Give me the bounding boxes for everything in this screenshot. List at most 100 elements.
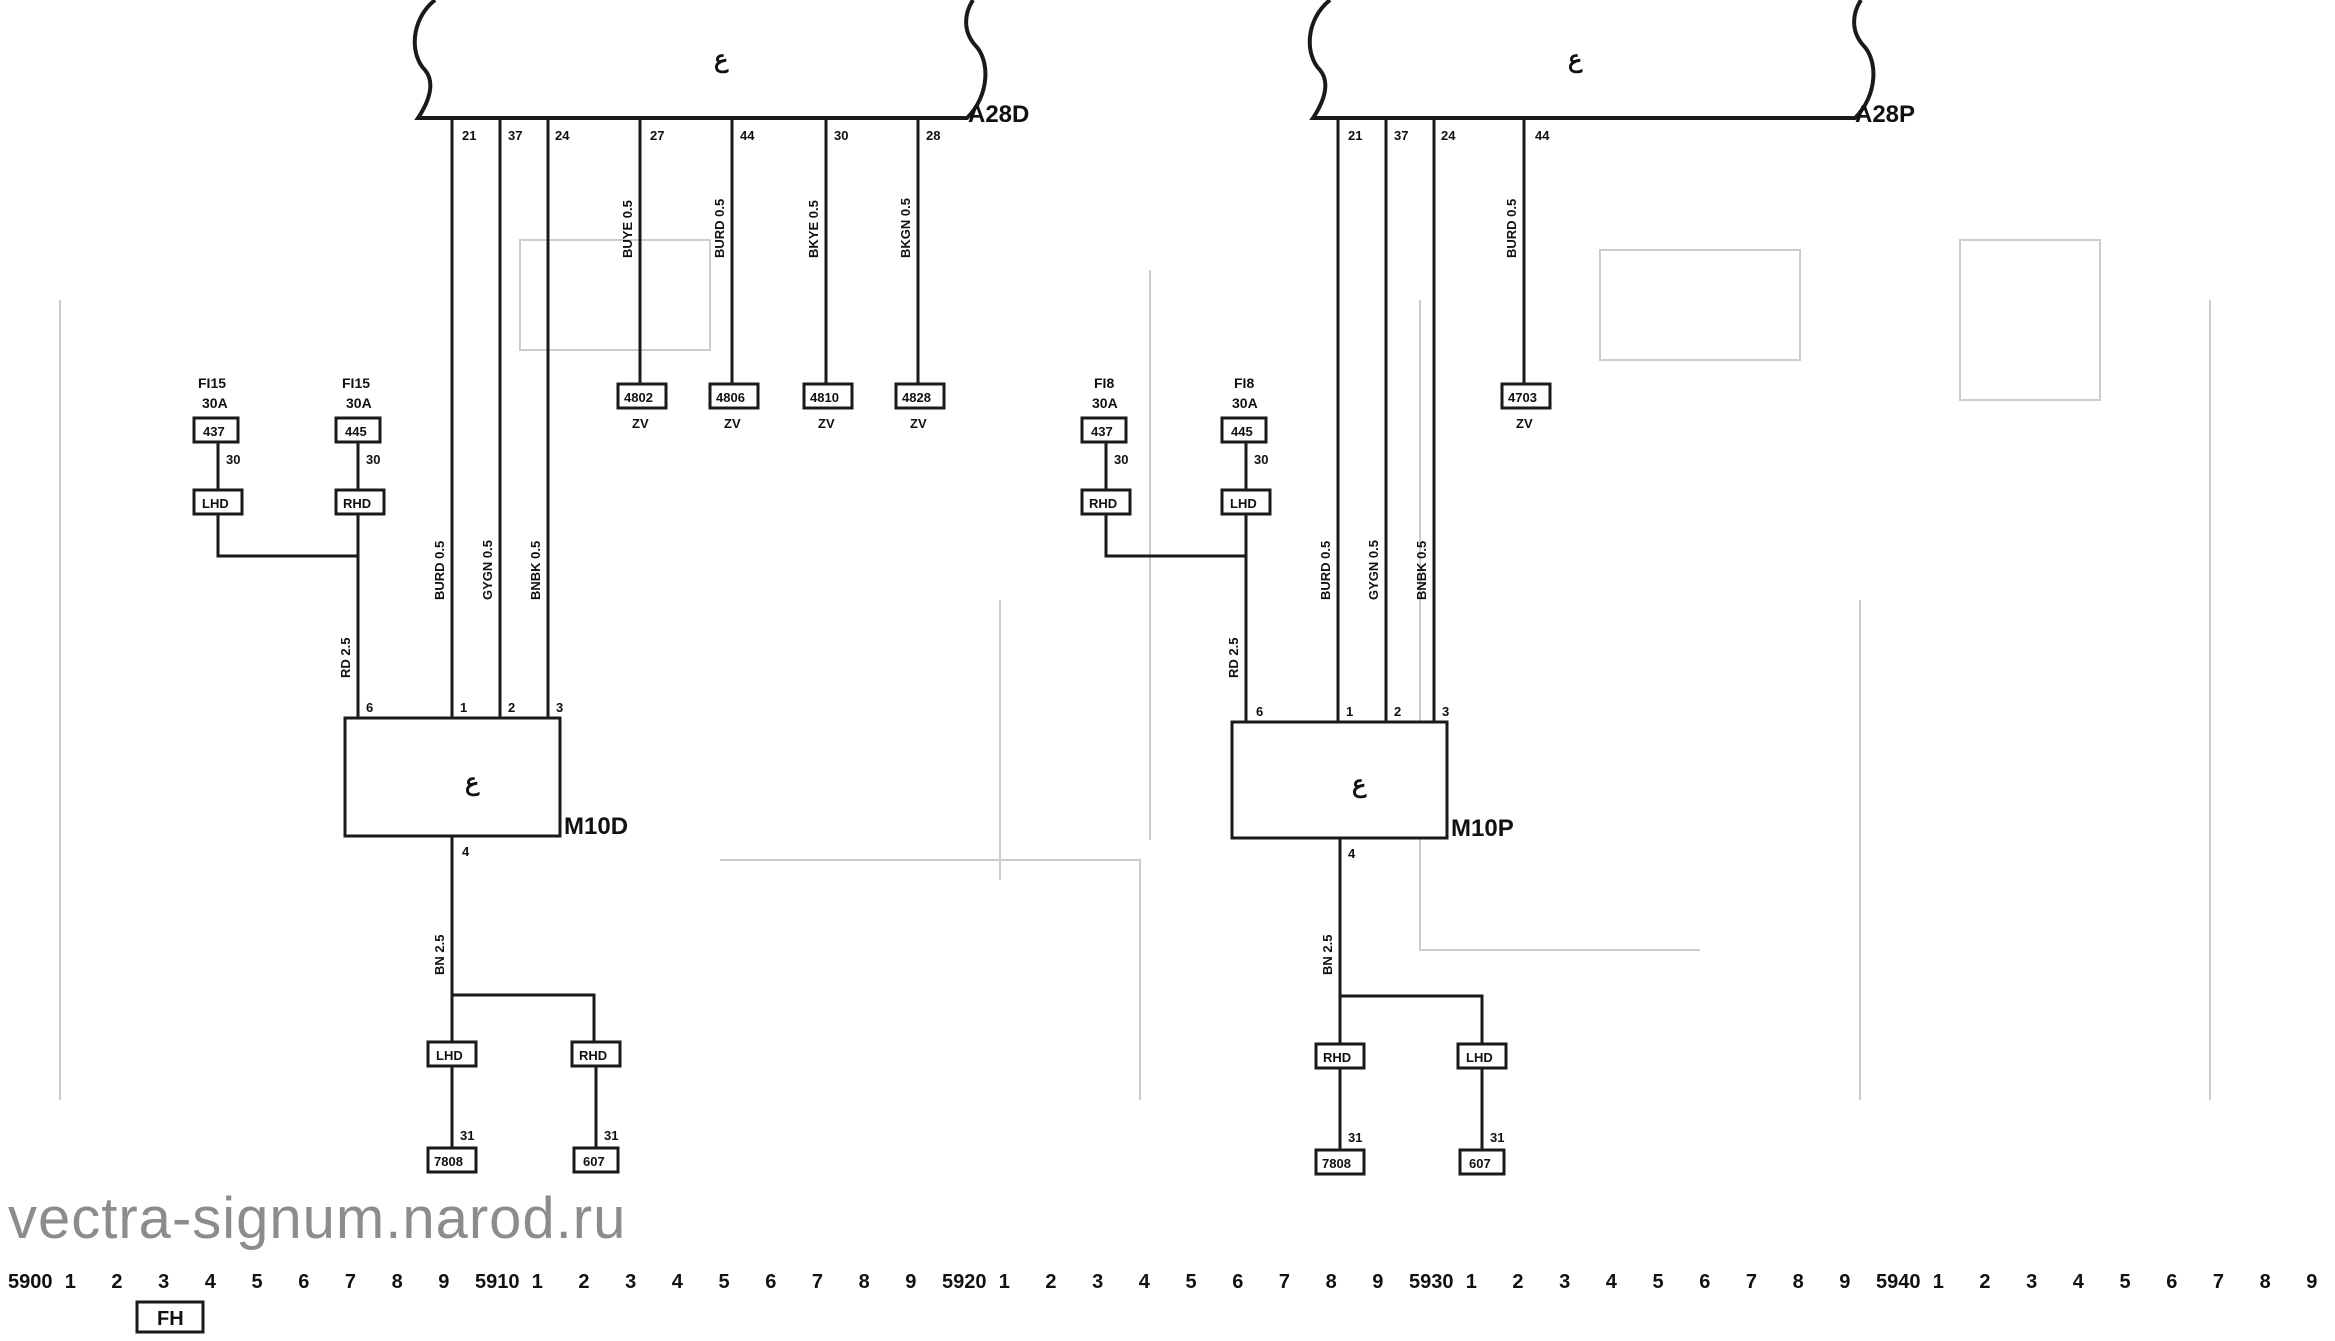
ruler-tick-label: 2 [111,1271,122,1293]
terminal-box [708,382,760,410]
ruler-tag-box [135,1300,205,1334]
terminal-sub: ZV [632,416,649,431]
motor-m10p-label: M10P [1451,815,1514,842]
wire-label: BN 2.5 [432,935,447,975]
variant-label: LHD [1466,1050,1493,1065]
variant-label: RHD [1089,496,1117,511]
a28d-pin: 24 [555,128,570,143]
ruler-tick-label: 6 [2166,1271,2177,1293]
ruler-tick-label: 4 [2073,1271,2085,1293]
terminal-number: 4802 [624,390,653,405]
fuse-number: 445 [345,424,367,439]
ruler-tick-label: 3 [1092,1271,1103,1293]
ruler-tick-label: 1 [999,1271,1010,1293]
ruler-tick-label: 7 [2213,1271,2224,1293]
ruler-tick-label: 2 [1512,1271,1523,1293]
terminal-box [894,382,946,410]
ruler-tick-label: 9 [438,1271,449,1293]
terminal-sub: ZV [1516,416,1533,431]
motor-pin: 2 [1394,704,1401,719]
motor-ground-pin: 4 [1348,846,1356,861]
motor-ground-pin: 4 [462,844,470,859]
ground-pin: 31 [460,1128,474,1143]
ruler-tick-label: 5 [1653,1271,1664,1293]
fuse-name: FI8 [1094,375,1114,391]
ground-pin: 31 [1490,1130,1504,1145]
fuse-number: 445 [1231,424,1253,439]
motor-m10d-label: M10D [564,813,628,840]
motor-m10p [1230,720,1449,840]
fuse-name: FI8 [1234,375,1254,391]
fuse-pin: 30 [1114,452,1128,467]
terminal-sub: ZV [724,416,741,431]
ruler-tick-label: 6 [1699,1271,1710,1293]
ruler-tick-label: 5 [252,1271,263,1293]
ruler-tick-label: 9 [1839,1271,1850,1293]
ruler-tick-label: 4 [672,1271,684,1293]
motor-m10p-symbol: ع [1352,771,1367,799]
module-a28d-outline [412,0,988,120]
terminal-number: 4828 [902,390,931,405]
ruler-tick-label: 6 [1232,1271,1243,1293]
fuse-name: FI15 [342,375,370,391]
ruler-tick-label: 3 [2026,1271,2037,1293]
motor-pin: 1 [1346,704,1353,719]
ruler-tick-label: 2 [1979,1271,1990,1293]
ground-number: 7808 [1322,1156,1351,1171]
wire-label: RD 2.5 [338,638,353,678]
wire-label: GYGN 0.5 [480,540,495,600]
ruler-tick-label: 6 [765,1271,776,1293]
ruler-tag: FH [157,1308,184,1330]
wire-label: BUYE 0.5 [620,200,635,258]
variant-label: RHD [343,496,371,511]
ground-terminal [426,1146,478,1174]
ruler-tick-label: 5 [1186,1271,1197,1293]
ruler-tick-label: 9 [1372,1271,1383,1293]
motor-pin: 2 [508,700,515,715]
a28p-pin: 21 [1348,128,1362,143]
ground-number: 607 [1469,1156,1491,1171]
fuse-box [192,416,240,444]
a28d-pin: 21 [462,128,476,143]
ruler-tick-label: 8 [1326,1271,1337,1293]
variant-label: RHD [1323,1050,1351,1065]
fuse-rating: 30A [346,395,372,411]
a28p-pin: 37 [1394,128,1408,143]
variant-label: RHD [579,1048,607,1063]
ruler-tick-label: 4 [205,1271,217,1293]
ruler-tick-label: 1 [1466,1271,1477,1293]
fuse-pin: 30 [226,452,240,467]
ruler-tick-label: 3 [158,1271,169,1293]
wire-label: BNBK 0.5 [528,541,543,600]
wire-label: BURD 0.5 [712,199,727,258]
ground-number: 607 [583,1154,605,1169]
ruler-tick-label: 1 [65,1271,76,1293]
fuse-box [1220,416,1268,444]
wire-label: BURD 0.5 [432,541,447,600]
ruler-tick-label: 7 [345,1271,356,1293]
a28p-pin: 24 [1441,128,1456,143]
ruler-tick-label: 8 [2260,1271,2271,1293]
a28d-pin: 30 [834,128,848,143]
wire-label: BURD 0.5 [1504,199,1519,258]
variant-box [192,488,244,516]
ruler-tick-label: 6 [298,1271,309,1293]
ruler-tick-label: 8 [392,1271,403,1293]
ground-pin: 31 [604,1128,618,1143]
fuse-number: 437 [1091,424,1113,439]
ruler-major-label: 5900 [8,1271,53,1293]
ground-terminal [1314,1148,1366,1176]
ground-pin: 31 [1348,1130,1362,1145]
ruler-tick-label: 9 [905,1271,916,1293]
ruler-tick-label: 4 [1139,1271,1151,1293]
ruler-tick-label: 5 [719,1271,730,1293]
terminal-sub: ZV [910,416,927,431]
motor-pin: 3 [1442,704,1449,719]
ruler-tick-label: 2 [578,1271,589,1293]
ruler-tick-label: 8 [859,1271,870,1293]
module-a28d-label: A28D [968,101,1029,128]
fuse-pin: 30 [366,452,380,467]
variant-box [334,488,386,516]
